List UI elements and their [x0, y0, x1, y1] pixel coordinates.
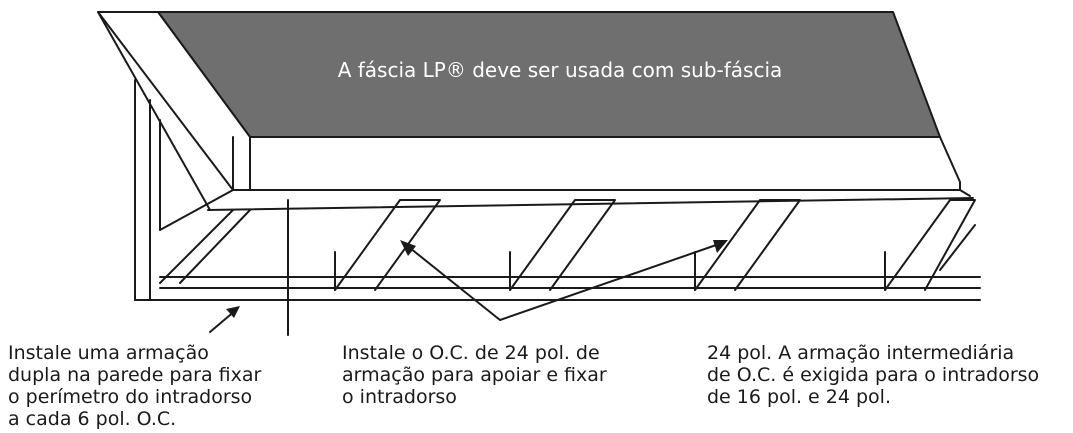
fascia-note: A fáscia LP® deve ser usada com sub-fásc…	[337, 58, 783, 82]
callout-line: armação para apoiar e fixar	[342, 364, 607, 386]
callout-line: a cada 6 pol. O.C.	[8, 408, 177, 430]
callout-intermediate-framing: 24 pol. A armação intermediária de O.C. …	[707, 342, 1039, 408]
callout-line: Instale uma armação	[8, 342, 209, 364]
wall-framing-diag-a	[159, 189, 234, 231]
sub-fascia-bottom	[207, 197, 974, 211]
callout-line: 24 pol. A armação intermediária	[707, 342, 1015, 364]
sub-fascia-edge	[232, 189, 971, 197]
callout-line: o perímetro do intradorso	[8, 386, 253, 408]
callout-line: de O.C. é exigida para o intradorso	[707, 364, 1040, 386]
callout-support-framing: Instale o O.C. de 24 pol. de armação par…	[342, 342, 607, 408]
callout-line: de 16 pol. e 24 pol.	[707, 386, 891, 408]
callout-line: Instale o O.C. de 24 pol. de	[342, 342, 600, 364]
wall-edge-outer	[97, 11, 211, 211]
callout-line: o intradorso	[342, 386, 457, 408]
arrowhead-middle	[400, 240, 416, 256]
arrowhead-right	[713, 240, 728, 253]
callout-wall-framing: Instale uma armação dupla na parede para…	[8, 342, 261, 430]
arrow-middle-shaft	[404, 243, 501, 321]
framing-member-5	[939, 224, 976, 271]
wall-framing-diag-b	[159, 209, 234, 284]
arrowhead-left	[226, 306, 240, 318]
framing-member-2	[509, 199, 616, 291]
framing-member-4	[884, 199, 976, 291]
framing-member-3	[694, 199, 801, 291]
callout-line: dupla na parede para fixar	[8, 364, 262, 386]
fascia-board	[249, 136, 961, 191]
wall-framing-diag-c	[179, 209, 251, 284]
arrow-right-shaft	[499, 242, 723, 321]
